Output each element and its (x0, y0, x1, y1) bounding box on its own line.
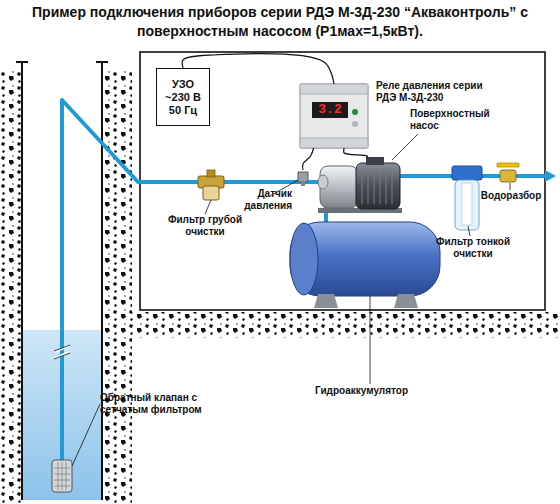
diagram-title: Пример подключения приборов серии РДЭ М-… (20, 3, 540, 41)
well-rim (16, 61, 28, 63)
sensor-label: Датчик давления (234, 188, 292, 212)
motor-fins (362, 168, 392, 204)
power-wire (344, 148, 368, 158)
rcd-label: УЗО ~230 В 50 Гц (159, 78, 207, 117)
well-rim (96, 61, 108, 63)
pipe-break (55, 352, 69, 358)
valve-handle (497, 163, 519, 167)
pressure-sensor: Датчик давления (294, 170, 312, 186)
suction-pipe (62, 100, 320, 462)
callout-label: Гидроаккумулятор (315, 385, 435, 397)
leader-line (468, 226, 470, 236)
pipe-break (54, 353, 70, 359)
terminal-box (366, 157, 384, 165)
tank-cap (290, 223, 318, 295)
pump-label: Поверхностный насос (410, 108, 496, 132)
pump-inlet (318, 175, 328, 189)
leader-line (72, 404, 100, 466)
callout-label: Обратный клапан с сетчатым фильтром (100, 392, 220, 416)
pipe-break (55, 346, 69, 352)
sensor-fitting (301, 181, 305, 186)
soil (0, 70, 22, 504)
coarse-filter-bowl (203, 186, 219, 200)
tank-leg (394, 294, 418, 308)
coarse-filter-cap (207, 170, 215, 177)
callout-label: Водоразбор (478, 190, 544, 202)
leader-line (205, 200, 211, 214)
pump-motor (356, 163, 400, 209)
power-wire (303, 148, 314, 170)
relay-terminals (300, 84, 368, 94)
soil (102, 70, 132, 504)
relay-body (300, 84, 368, 148)
tank-leg (314, 294, 338, 308)
pipe-break (54, 345, 70, 351)
relay-button (352, 121, 358, 127)
rcd-box: УЗО ~230 В 50 Гц (156, 68, 210, 126)
ball-valve (500, 170, 516, 182)
leader-line (510, 183, 511, 190)
flow-arrow (545, 170, 556, 182)
valve-mesh (54, 462, 70, 490)
leader-line (392, 134, 418, 160)
well-wall (101, 62, 103, 500)
relay-display: 3.2 (312, 102, 348, 118)
leader-line (370, 296, 371, 384)
fine-filter-bowl (455, 180, 479, 230)
callout-label: Фильтр грубой очистки (160, 214, 250, 238)
check-valve (52, 460, 72, 492)
relay-terminals (300, 138, 368, 148)
pressure-tank (290, 222, 440, 296)
power-wire (182, 54, 334, 84)
fine-filter-cap (452, 166, 482, 180)
pressure-sensor (298, 172, 308, 182)
soil (102, 312, 560, 338)
filter-cartridge (462, 183, 472, 225)
pressure-relay: Реле давления серии РДЭ М-3Д-2303.2 (300, 84, 368, 148)
surface-pump: Поверхностный насос (318, 158, 400, 212)
callout-label: Фильтр тонкой очистки (428, 236, 518, 260)
house-outline (140, 52, 545, 310)
relay-led (352, 109, 358, 115)
relay-label: Реле давления серии РДЭ М-3Д-230 (376, 80, 488, 104)
well-wall (21, 62, 23, 500)
